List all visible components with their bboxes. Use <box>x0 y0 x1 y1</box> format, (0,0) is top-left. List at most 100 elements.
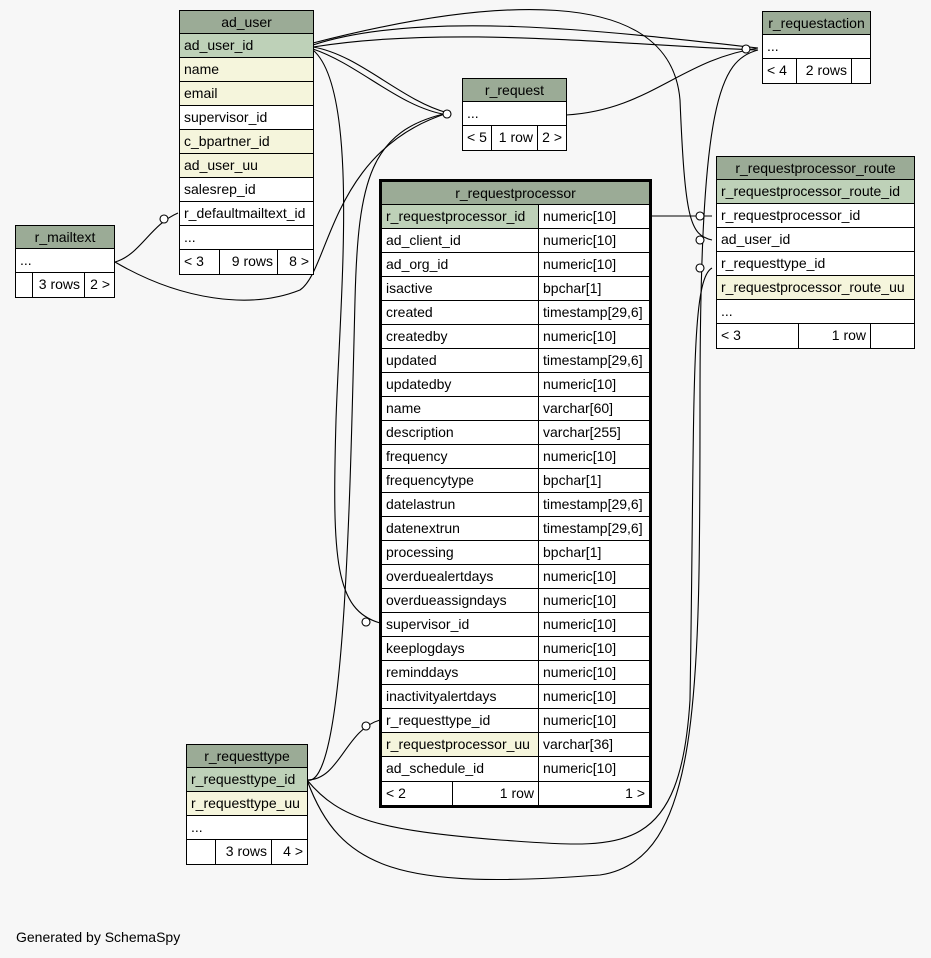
parents-link[interactable] <box>187 840 216 864</box>
column-name[interactable]: updatedby <box>382 373 539 396</box>
parents-link[interactable]: < 2 <box>382 782 453 805</box>
column-name[interactable]: ... <box>191 819 203 835</box>
column-name[interactable]: ... <box>20 252 32 268</box>
column-name[interactable]: created <box>382 301 539 324</box>
table-ad_user[interactable]: ad_user ad_user_id name email supervisor… <box>179 10 314 275</box>
column-name[interactable]: r_defaultmailtext_id <box>184 205 306 221</box>
column-name[interactable]: frequency <box>382 445 539 468</box>
column-name[interactable]: r_requesttype_id <box>191 771 296 787</box>
table-r_requestaction[interactable]: r_requestaction ... < 4 2 rows <box>762 11 871 84</box>
edge-mailtext-ad_user <box>114 212 179 263</box>
column-name[interactable]: datenextrun <box>382 517 539 540</box>
column-name[interactable]: ad_org_id <box>382 253 539 276</box>
table-footer: < 5 1 row 2 > <box>463 126 566 150</box>
column-name[interactable]: reminddays <box>382 661 539 684</box>
table-title[interactable]: r_mailtext <box>16 226 114 249</box>
table-title[interactable]: ad_user <box>180 11 313 34</box>
column-name[interactable]: name <box>382 397 539 420</box>
table-r_request[interactable]: r_request ... < 5 1 row 2 > <box>462 78 567 151</box>
table-title[interactable]: r_request <box>463 79 566 102</box>
table-r_requestprocessor[interactable]: r_requestprocessor r_requestprocessor_id… <box>379 179 652 808</box>
column-name[interactable]: name <box>184 61 220 77</box>
column-name[interactable]: r_requesttype_id <box>382 709 539 732</box>
edge-ad_user-processor <box>312 49 381 624</box>
column-name[interactable]: ad_schedule_id <box>382 757 539 781</box>
table-r_mailtext[interactable]: r_mailtext ... 3 rows 2 > <box>15 225 115 298</box>
children-link[interactable]: 1 > <box>625 785 645 801</box>
column-name[interactable]: ad_client_id <box>382 229 539 252</box>
column-name[interactable]: description <box>382 421 539 444</box>
children-link[interactable]: 2 > <box>90 276 110 292</box>
parents-link[interactable]: < 3 <box>180 250 220 274</box>
column-name[interactable]: inactivityalertdays <box>382 685 539 708</box>
table-title[interactable]: r_requesttype <box>187 745 307 768</box>
column-name[interactable]: c_bpartner_id <box>184 133 270 149</box>
parents-link[interactable]: < 5 <box>463 126 492 150</box>
column-name[interactable]: r_requestprocessor_uu <box>382 733 539 756</box>
children-link[interactable]: 8 > <box>289 253 309 269</box>
column-name[interactable]: ad_user_uu <box>184 157 258 173</box>
column-name[interactable]: createdby <box>382 325 539 348</box>
column-name[interactable]: salesrep_id <box>184 181 256 197</box>
column-name[interactable]: ... <box>721 303 733 319</box>
children-link[interactable] <box>852 59 870 83</box>
column-name[interactable]: overdueassigndays <box>382 589 539 612</box>
column-name[interactable]: ad_user_id <box>721 231 791 247</box>
table-r_requestprocessor_route[interactable]: r_requestprocessor_route r_requestproces… <box>716 156 915 349</box>
column-name[interactable]: processing <box>382 541 539 564</box>
children-link[interactable]: 2 > <box>542 129 562 145</box>
parents-link[interactable] <box>16 273 33 297</box>
column-name[interactable]: r_requesttype_id <box>721 255 826 271</box>
column-name[interactable]: r_requestprocessor_id <box>721 207 861 223</box>
column-name[interactable]: ... <box>184 229 196 245</box>
column-name[interactable]: datelastrun <box>382 493 539 516</box>
column-name[interactable]: keeplogdays <box>382 637 539 660</box>
children-link[interactable]: 4 > <box>283 843 303 859</box>
parents-link[interactable]: < 3 <box>717 324 799 348</box>
table-title[interactable]: r_requestprocessor_route <box>717 157 914 180</box>
children-link[interactable] <box>871 324 914 348</box>
column-name[interactable]: isactive <box>382 277 539 300</box>
table-title[interactable]: r_requestaction <box>763 12 870 35</box>
column-name[interactable]: updated <box>382 349 539 372</box>
column-name[interactable]: ... <box>767 38 779 54</box>
column-name[interactable]: frequencytype <box>382 469 539 492</box>
column-name[interactable]: r_requestprocessor_route_uu <box>721 279 905 295</box>
column-name[interactable]: r_requestprocessor_id <box>382 205 539 228</box>
column-name[interactable]: supervisor_id <box>382 613 539 636</box>
column-name[interactable]: ad_user_id <box>184 37 254 53</box>
column-name[interactable]: email <box>184 85 218 101</box>
column-name[interactable]: overduealertdays <box>382 565 539 588</box>
column-name[interactable]: ... <box>467 105 479 121</box>
parents-link[interactable]: < 4 <box>763 59 797 83</box>
column-name[interactable]: r_requesttype_uu <box>191 795 300 811</box>
table-r_requesttype[interactable]: r_requesttype r_requesttype_id r_request… <box>186 744 308 865</box>
table-title[interactable]: r_requestprocessor <box>382 182 649 205</box>
column-name[interactable]: supervisor_id <box>184 109 268 125</box>
column-name[interactable]: r_requestprocessor_route_id <box>721 183 900 199</box>
